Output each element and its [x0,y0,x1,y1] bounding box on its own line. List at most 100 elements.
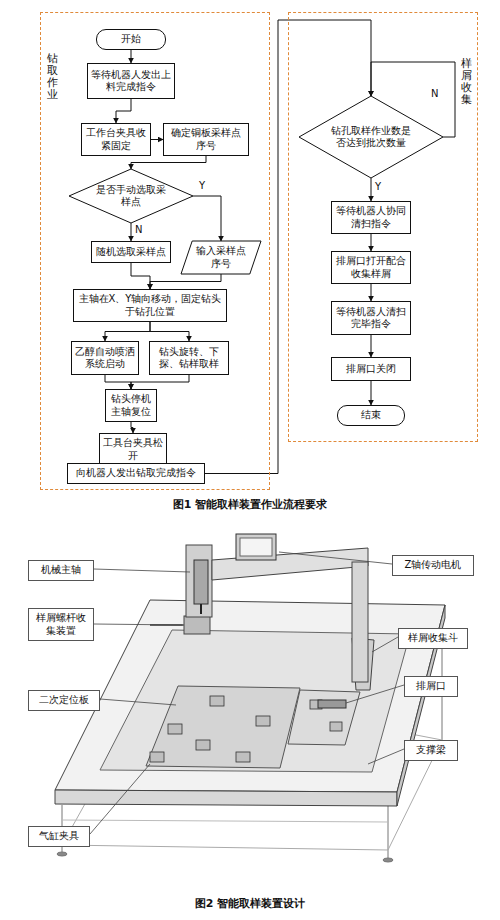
leader-lines [90,552,404,834]
node-text: 等待机器人协同清扫指令 [332,205,410,230]
node-text: 工具台夹具松开 [100,437,166,462]
region-label: 钻取作业 [47,53,58,101]
process-box: 确定铜板采样点序号 [163,123,249,156]
flow-connector [131,263,150,289]
node-text: 样屑螺杆收集装置 [29,612,93,637]
process-box: 等待机器人清扫完毕指令 [331,301,411,335]
clamp [330,722,342,731]
process-box: 排屑口打开配合收集样屑 [331,251,411,284]
z-motor-face [240,538,272,556]
support-beam [62,820,388,822]
node-text: 样屑收集斗 [399,632,467,645]
flow-connector [131,422,133,433]
flow-connector [371,178,372,201]
node-text: 结束 [338,409,404,422]
node-text: 主轴在X、Y轴向移动，固定钻头于钻孔位置 [74,293,226,318]
process-box: 钻头旋转、下探、钻样取样 [149,341,229,375]
node-text: 排屑口关闭 [332,363,410,376]
node-text: 支撑梁 [405,744,457,757]
callout-box: 排屑口 [404,676,458,697]
clamp [196,740,210,750]
node-text: 输入采样点序号 [192,245,250,270]
node-text: 是否手动选取采样点 [94,184,168,209]
flow-connector [371,234,372,251]
foot [57,852,67,856]
flow-connector [105,375,131,389]
node-text: 钻头停机主轴复位 [106,393,156,418]
node-text: 排屑口打开配合收集样屑 [332,255,410,280]
callout-box: 气缸夹具 [28,826,90,847]
process-box: 工具台夹具松开 [99,433,167,466]
node-text: 等待机器人发出上料完成指令 [88,69,174,94]
flow-connector [105,322,150,341]
node-text: 机械主轴 [29,564,93,577]
node-text: 排屑口 [405,680,457,693]
chip-outlet [318,700,346,708]
figure-caption: 图1 智能取样装置作业流程要求 [0,497,500,512]
table-top [55,600,445,792]
process-box: 钻头停机主轴复位 [105,389,157,422]
clamp [210,696,224,706]
foot [383,858,393,862]
flow-connector [193,196,221,241]
flow-connector [131,50,132,63]
callout-box: 样屑螺杆收集装置 [28,608,94,641]
z-motor [236,534,276,560]
positioning-plate [288,690,360,745]
node-text: 气缸夹具 [29,830,89,843]
screw-collector [184,616,210,634]
node-text: 等待机器人清扫完毕指令 [332,306,410,331]
leader-line [346,685,404,703]
dashed-region: 样屑收集钻孔取样作业数是否达到批次数量等待机器人协同清扫指令排屑口打开配合收集样… [288,12,478,442]
process-box: 等待机器人协同清扫指令 [331,201,411,234]
process-box: 主轴在X、Y轴向移动，固定钻头于钻孔位置 [73,289,227,322]
node-text: 钻孔取样作业数是否达到批次数量 [328,125,414,150]
positioning-plate [146,686,300,768]
process-box: 工作台夹具收紧固定 [81,123,151,156]
leader-line [368,749,404,764]
node-text: Z轴传动电机 [393,559,473,572]
process-box: 等待机器人发出上料完成指令 [87,63,175,99]
leader-line [372,637,398,652]
terminal-box: 结束 [337,405,405,426]
edge-label: N [134,224,143,236]
flow-connector [150,322,189,341]
figure-caption: 图2 智能取样装置设计 [0,896,500,911]
flow-connector [151,139,163,140]
input-parallelogram: 输入采样点序号 [181,241,261,274]
flow-connector [116,99,131,123]
region-label: 样屑收集 [461,58,472,106]
clamp [150,752,164,762]
flow-connector [131,223,132,241]
flow-connector [131,375,189,389]
callout-box: 样屑收集斗 [398,628,468,649]
dashed-region: 钻取作业 开始等待机器人发出上料完成指令工作台夹具收紧固定确定铜板采样点序号是否手… [40,12,270,490]
flow-connector [131,156,206,169]
node-text: 工作台夹具收紧固定 [82,127,150,152]
node-text: 开始 [97,33,165,46]
callout-box: 支撑梁 [404,740,458,761]
process-box: 随机选取采样点 [91,241,171,263]
edge-label: Y [374,181,382,193]
spindle [194,560,208,604]
callout-box: 二次定位板 [28,690,100,711]
edge-label: Y [198,180,206,192]
flow-connector [371,284,372,301]
leader-line [94,624,182,625]
gantry-post [186,545,212,617]
leader-line [279,552,392,564]
callout-box: 机械主轴 [28,560,94,581]
terminal-box: 开始 [96,29,166,50]
callout-box: Z轴传动电机 [392,555,474,576]
clamp [168,724,182,734]
clamp [256,716,270,726]
leader-line [90,764,150,834]
cylinder-clamps [150,696,342,762]
leader-line [94,569,190,572]
decision-diamond: 是否手动选取采样点 [69,169,193,223]
node-text: 钻头旋转、下探、钻样取样 [150,346,228,371]
process-box: 乙醇自动喷洒系统启动 [71,341,139,375]
gantry-post [352,562,368,682]
node-text: 确定铜板采样点序号 [164,127,248,152]
node-text: 随机选取采样点 [92,246,170,259]
